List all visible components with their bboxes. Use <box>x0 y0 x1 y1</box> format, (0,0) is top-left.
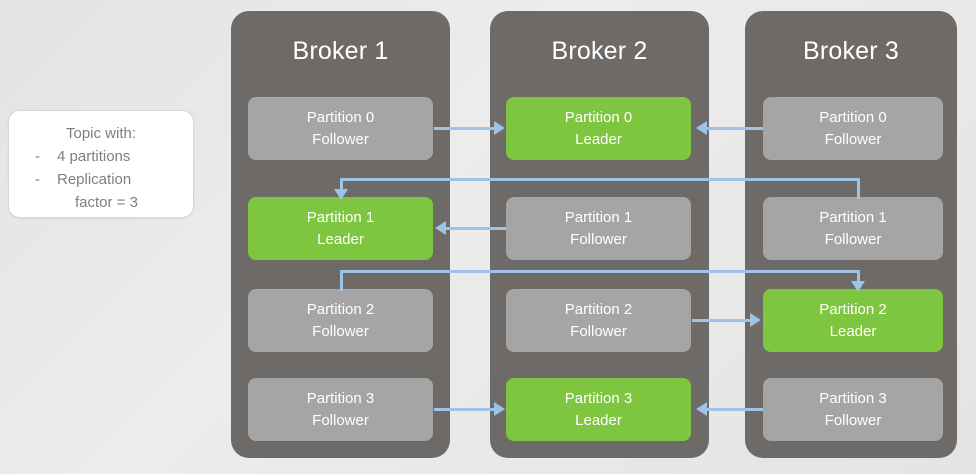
topic-note: Topic with: - 4 partitions - Replication… <box>8 110 194 218</box>
partition-role: Follower <box>824 411 882 429</box>
broker-3-title: Broker 3 <box>802 37 900 65</box>
connector-b1p0-to-b2p0 <box>434 127 496 130</box>
connector-b1p3-to-b2p3 <box>434 408 496 411</box>
arrowhead-b3p0-to-b2p0 <box>696 121 707 135</box>
partition-name: Partition 2 <box>564 300 633 318</box>
bullet-text: 4 partitions <box>57 148 131 165</box>
topic-note-bullet: - 4 partitions <box>9 145 193 168</box>
partition-box-b2-p0[interactable]: Partition 0 Leader <box>506 97 691 160</box>
partition-box-b2-p2[interactable]: Partition 2 Follower <box>506 289 691 352</box>
partition-box-b1-p2[interactable]: Partition 2 Follower <box>248 289 433 352</box>
partition-box-b3-p0[interactable]: Partition 0 Follower <box>763 97 943 160</box>
arrowhead-b1p0-to-b2p0 <box>494 121 505 135</box>
connector-b1p2-riser <box>340 270 343 291</box>
partition-box-b3-p3[interactable]: Partition 3 Follower <box>763 378 943 441</box>
connector-b2p2-to-b3p2 <box>692 319 752 322</box>
partition-role: Leader <box>575 130 622 148</box>
partition-role: Follower <box>312 411 369 429</box>
arrowhead-b3p3-to-b2p3 <box>696 402 707 416</box>
partition-role: Follower <box>570 322 627 340</box>
arrowhead-b1p2-to-b3p2 <box>851 281 865 292</box>
partition-box-b1-p0[interactable]: Partition 0 Follower <box>248 97 433 160</box>
bullet-text-line1: Replication <box>57 171 132 188</box>
connector-b1p2-to-b3p2-span <box>340 270 860 273</box>
partition-role: Follower <box>570 230 627 248</box>
partition-role: Follower <box>824 230 882 248</box>
partition-name: Partition 3 <box>819 389 887 407</box>
partition-box-b1-p3[interactable]: Partition 3 Follower <box>248 378 433 441</box>
partition-box-b2-p1[interactable]: Partition 1 Follower <box>506 197 691 260</box>
arrowhead-b3p1-to-b1p1 <box>334 189 348 200</box>
arrowhead-b1p3-to-b2p3 <box>494 402 505 416</box>
connector-b3p1-to-b1p1-span <box>340 178 860 181</box>
partition-name: Partition 1 <box>306 208 375 226</box>
partition-box-b1-p1[interactable]: Partition 1 Leader <box>248 197 433 260</box>
partition-box-b3-p1[interactable]: Partition 1 Follower <box>763 197 943 260</box>
topic-note-bullet: - Replication factor = 3 <box>9 168 193 214</box>
partition-name: Partition 3 <box>564 389 633 407</box>
connector-b3p3-to-b2p3 <box>706 408 763 411</box>
partition-name: Partition 3 <box>306 389 375 407</box>
partition-box-b2-p3[interactable]: Partition 3 Leader <box>506 378 691 441</box>
partition-role: Follower <box>312 130 369 148</box>
partition-box-b3-p2[interactable]: Partition 2 Leader <box>763 289 943 352</box>
connector-b2p1-to-b1p1 <box>446 227 506 230</box>
bullet-text: Replication factor = 3 <box>57 168 193 214</box>
connector-b1p1-dropper <box>340 178 343 191</box>
partition-name: Partition 2 <box>306 300 375 318</box>
connector-b3p2-dropper <box>857 270 860 283</box>
topic-note-title: Topic with: <box>65 125 137 142</box>
broker-2-title: Broker 2 <box>551 37 648 65</box>
partition-name: Partition 0 <box>564 108 633 126</box>
partition-name: Partition 1 <box>819 208 887 226</box>
partition-name: Partition 2 <box>819 300 887 318</box>
partition-name: Partition 0 <box>306 108 375 126</box>
partition-role: Follower <box>312 322 369 340</box>
bullet-text-line2: factor = 3 <box>75 194 138 211</box>
bullet-dash: - <box>35 148 40 165</box>
connector-b3p0-to-b2p0 <box>706 127 763 130</box>
partition-role: Leader <box>317 230 364 248</box>
bullet-dash: - <box>35 171 40 188</box>
partition-name: Partition 1 <box>564 208 633 226</box>
arrowhead-b2p1-to-b1p1 <box>435 221 446 235</box>
partition-name: Partition 0 <box>819 108 887 126</box>
partition-role: Follower <box>824 130 882 148</box>
broker-1-title: Broker 1 <box>292 37 389 65</box>
arrowhead-b2p2-to-b3p2 <box>750 313 761 327</box>
connector-b3p1-riser <box>857 178 860 199</box>
partition-role: Leader <box>829 322 877 340</box>
partition-role: Leader <box>575 411 622 429</box>
